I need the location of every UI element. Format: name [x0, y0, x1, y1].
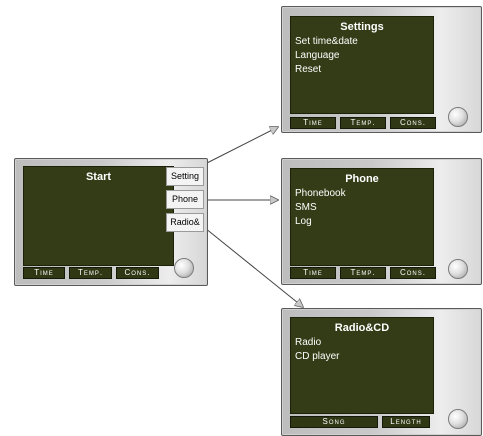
- menu-item[interactable]: SMS: [295, 202, 317, 213]
- knob-icon[interactable]: [448, 259, 468, 279]
- softkey-cons[interactable]: Cons.: [390, 267, 436, 279]
- knob-icon[interactable]: [448, 107, 468, 127]
- phone-screen: Phone Phonebook SMS Log: [290, 168, 434, 266]
- phone-device: Phone Phonebook SMS Log Time Temp. Cons.: [281, 158, 482, 285]
- radio-cd-screen: Radio&CD Radio CD player: [290, 317, 434, 414]
- softkey-time[interactable]: Time: [23, 267, 65, 279]
- menu-item[interactable]: Language: [295, 50, 340, 61]
- settings-device: Settings Set time&date Language Reset Ti…: [281, 6, 482, 133]
- softkey-temp[interactable]: Temp.: [340, 117, 386, 129]
- start-softkeys: Time Temp. Cons.: [23, 267, 159, 279]
- menu-item[interactable]: Phonebook: [295, 188, 346, 199]
- knob-icon[interactable]: [448, 409, 468, 429]
- radio-cd-title: Radio&CD: [334, 322, 390, 334]
- softkey-time[interactable]: Time: [290, 267, 336, 279]
- knob-icon[interactable]: [174, 258, 194, 278]
- start-title: Start: [85, 171, 112, 183]
- phone-title: Phone: [345, 173, 379, 185]
- setting-button[interactable]: Setting: [166, 167, 204, 186]
- arrow-to-settings: [204, 127, 278, 165]
- softkey-temp[interactable]: Temp.: [69, 267, 112, 279]
- softkey-song[interactable]: Song: [290, 416, 378, 428]
- menu-item[interactable]: Set time&date: [295, 36, 358, 47]
- settings-title: Settings: [340, 21, 384, 33]
- start-device: Start Setting Phone Radio& Time Temp. Co…: [14, 158, 208, 286]
- radio-cd-softkeys: Song Length: [290, 416, 430, 428]
- phone-softkeys: Time Temp. Cons.: [290, 267, 436, 279]
- settings-screen: Settings Set time&date Language Reset: [290, 16, 434, 114]
- softkey-cons[interactable]: Cons.: [116, 267, 159, 279]
- settings-softkeys: Time Temp. Cons.: [290, 117, 436, 129]
- menu-item[interactable]: Radio: [295, 337, 322, 348]
- radio-cd-button[interactable]: Radio&: [166, 213, 204, 232]
- menu-item[interactable]: Log: [295, 216, 312, 227]
- softkey-time[interactable]: Time: [290, 117, 336, 129]
- softkey-length[interactable]: Length: [382, 416, 430, 428]
- phone-button[interactable]: Phone: [166, 190, 204, 209]
- arrow-to-radio: [204, 227, 303, 307]
- start-screen: Start: [23, 166, 174, 266]
- radio-cd-device: Radio&CD Radio CD player Song Length: [281, 308, 482, 436]
- softkey-temp[interactable]: Temp.: [340, 267, 386, 279]
- softkey-cons[interactable]: Cons.: [390, 117, 436, 129]
- menu-item[interactable]: CD player: [295, 351, 340, 362]
- menu-item[interactable]: Reset: [295, 64, 322, 75]
